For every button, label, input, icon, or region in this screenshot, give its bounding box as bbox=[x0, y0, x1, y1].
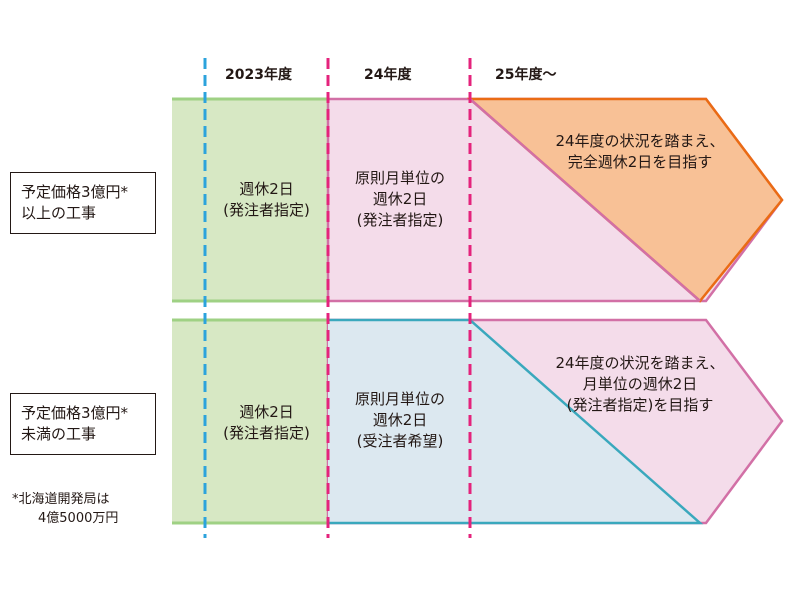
row2-phase-24-line3: (受注者希望) bbox=[356, 432, 444, 450]
row2-phase-25-line1: 24年度の状況を踏まえ、 bbox=[555, 354, 725, 372]
row2-phase-24-block bbox=[328, 320, 700, 523]
row2-phase-2023-line2: (発注者指定) bbox=[223, 424, 310, 442]
footnote: *北海道開発局は 4億5000万円 bbox=[12, 490, 118, 528]
row2-label: 予定価格3億円* 未満の工事 bbox=[10, 393, 156, 455]
row1-transition-diagonal bbox=[469, 98, 701, 302]
row1-phase-24-text: 原則月単位の 週休2日 (発注者指定) bbox=[330, 168, 470, 231]
footnote-line1: *北海道開発局は bbox=[12, 492, 110, 507]
row2-phase-2023-line1: 週休2日 bbox=[239, 403, 294, 421]
row1-label-line2: 以上の工事 bbox=[21, 204, 97, 222]
header-25: 25年度～ bbox=[495, 67, 557, 83]
header-24: 24年度 bbox=[364, 67, 412, 83]
header-2023: 2023年度 bbox=[225, 67, 292, 83]
row2-phase-2023-block bbox=[172, 320, 328, 523]
row1-phase-2023-text: 週休2日 (発注者指定) bbox=[205, 179, 328, 221]
row1-label-line1: 予定価格3億円* bbox=[21, 183, 129, 201]
row2-phase-2023-text: 週休2日 (発注者指定) bbox=[205, 402, 328, 444]
row2-phase-25-line2: 月単位の週休2日 bbox=[582, 375, 698, 393]
row2-phase-25-line3: (発注者指定)を目指す bbox=[566, 396, 714, 414]
row1-phase-25-text: 24年度の状況を踏まえ、 完全週休2日を目指す bbox=[540, 131, 740, 173]
row1-phase-24-line1: 原則月単位の bbox=[354, 169, 445, 187]
row1-phase-2023-line2: (発注者指定) bbox=[223, 201, 310, 219]
row1-phase-25-line2: 完全週休2日を目指す bbox=[567, 153, 713, 171]
row1-label: 予定価格3億円* 以上の工事 bbox=[10, 172, 156, 234]
row2-label-line2: 未満の工事 bbox=[21, 425, 97, 443]
row2-phase-24-text: 原則月単位の 週休2日 (受注者希望) bbox=[330, 389, 470, 452]
row2-phase-25-text: 24年度の状況を踏まえ、 月単位の週休2日 (発注者指定)を目指す bbox=[540, 353, 740, 416]
row2-phase-24-line1: 原則月単位の bbox=[354, 390, 445, 408]
row1-phase-2023-block bbox=[172, 99, 328, 301]
row2-label-line1: 予定価格3億円* bbox=[21, 404, 129, 422]
row1-phase-25-line1: 24年度の状況を踏まえ、 bbox=[555, 132, 725, 150]
row1-phase-24-line2: 週休2日 bbox=[372, 190, 428, 208]
row2-phase-24-line2: 週休2日 bbox=[372, 411, 428, 429]
row2-phase-24-outline bbox=[328, 318, 704, 525]
row1-phase-2023-line1: 週休2日 bbox=[239, 180, 294, 198]
footnote-line2: 4億5000万円 bbox=[38, 511, 119, 526]
row1-phase-24-line3: (発注者指定) bbox=[356, 211, 444, 229]
